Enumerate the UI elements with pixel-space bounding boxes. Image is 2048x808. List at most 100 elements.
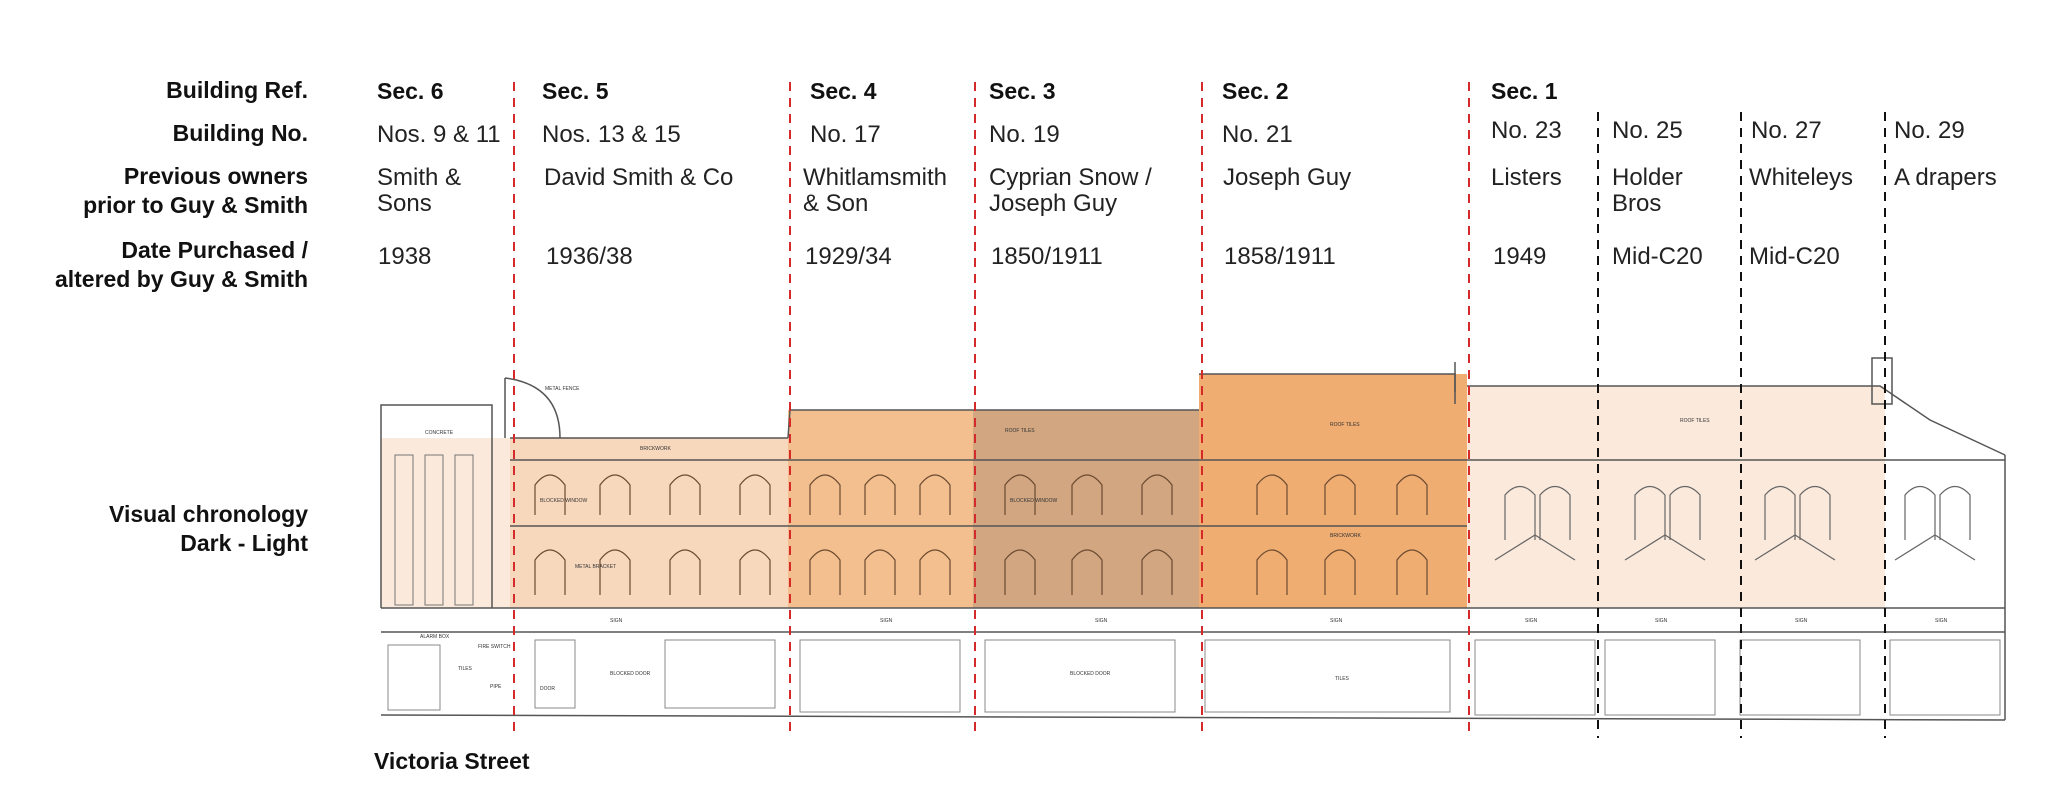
building-number: No. 17 (810, 121, 881, 148)
arched-window (1396, 549, 1428, 595)
previous-owner-line1: Listers (1491, 164, 1562, 191)
annotation-blocked-window: BLOCKED WINDOW (1010, 498, 1058, 504)
arched-window (534, 549, 566, 595)
annotation-concrete: CONCRETE (425, 430, 454, 436)
previous-owner-line2: Joseph Guy (989, 190, 1118, 217)
shopfront (664, 639, 776, 709)
arched-window (599, 474, 631, 515)
date-purchased: 1929/34 (805, 243, 892, 270)
sec1-roof (1467, 385, 2006, 456)
previous-owner-line1: Holder (1612, 164, 1683, 191)
arched-window (534, 474, 566, 515)
sec4-tone (788, 410, 973, 608)
row-label-visual-line1: Visual chronology (109, 501, 308, 527)
row-label-building-ref: Building Ref. (166, 77, 308, 103)
building-number: No. 27 (1751, 117, 1822, 144)
annotation-brickwork: BRICKWORK (1330, 533, 1362, 539)
section-ref: Sec. 5 (542, 78, 609, 104)
shopfront (387, 644, 441, 711)
arched-window-rows (534, 474, 1428, 595)
shopfront (799, 639, 961, 713)
sec1-bay-windows (1494, 485, 1976, 561)
building-number: No. 25 (1612, 117, 1683, 144)
row-label-date-line1: Date Purchased / (121, 237, 308, 263)
arched-window (1071, 549, 1103, 595)
row-label-date-line2: altered by Guy & Smith (54, 266, 308, 292)
arched-window (1324, 549, 1356, 595)
previous-owner-line1: Whiteleys (1749, 164, 1854, 191)
annotation-sign: SIGN (610, 618, 623, 624)
row-label-building-no: Building No. (172, 120, 308, 146)
bay-window (1904, 485, 1971, 540)
shopfront (1739, 639, 1861, 716)
row-label-visual-line2: Dark - Light (180, 530, 308, 556)
building-number: No. 19 (989, 121, 1060, 148)
annotation-roof-tiles: ROOF TILES (1005, 428, 1035, 434)
sec3-tone (973, 410, 1199, 608)
annotation-blocked-window: BLOCKED WINDOW (540, 498, 588, 504)
date-purchased: 1858/1911 (1224, 243, 1336, 270)
annotation-roof-tiles: ROOF TILES (1680, 418, 1710, 424)
bay-window (1504, 485, 1571, 540)
shopfront (1604, 639, 1716, 716)
annotation-blocked-door: BLOCKED DOOR (610, 671, 651, 677)
arched-window (669, 474, 701, 515)
row-label-owners-line1: Previous owners (123, 163, 308, 189)
arched-window (739, 474, 771, 515)
shopfront (1889, 639, 2001, 716)
arched-window (1004, 549, 1036, 595)
section-dividers (513, 82, 1886, 738)
annotation-tiles: TILES (458, 666, 473, 672)
arched-window (919, 474, 951, 515)
annotation-sign: SIGN (1655, 618, 1668, 624)
date-purchased: 1850/1911 (991, 243, 1103, 270)
arched-window (1324, 474, 1356, 515)
ground-line (380, 714, 2006, 721)
annotation-door: DOOR (540, 686, 555, 692)
previous-owner-line1: Cyprian Snow / (989, 164, 1152, 191)
previous-owner-line1: Whitlamsmith (803, 164, 948, 191)
arched-window (1396, 474, 1428, 515)
previous-owner-line1: A drapers (1894, 164, 1997, 191)
arched-window (599, 549, 631, 595)
date-purchased: 1938 (378, 243, 432, 270)
annotation-roof-tiles: ROOF TILES (1330, 422, 1360, 428)
arched-window (919, 549, 951, 595)
annotation-metal-fence: METAL FENCE (545, 386, 580, 392)
sec1-tone (1467, 386, 1885, 608)
annotation-tiles: TILES (1335, 676, 1350, 682)
chimney-right (1871, 357, 1893, 405)
annotation-sign: SIGN (1795, 618, 1808, 624)
date-purchased: 1949 (1493, 243, 1547, 270)
sec5-tone (510, 438, 788, 608)
previous-owner-line1: Smith & (377, 164, 462, 191)
sec6-pilasters (394, 454, 474, 606)
annotation-sign: SIGN (1525, 618, 1538, 624)
building-number: No. 23 (1491, 117, 1562, 144)
row-label-owners-line2: prior to Guy & Smith (83, 192, 308, 218)
metal-fence-arc (504, 377, 561, 439)
building-number: No. 21 (1222, 121, 1293, 148)
sec2-tone (1199, 374, 1467, 608)
annotation-pipe: PIPE (490, 684, 502, 690)
annotation-sign: SIGN (1330, 618, 1343, 624)
arched-window (1141, 474, 1173, 515)
sec6-tone (381, 438, 510, 608)
arched-window (809, 474, 841, 515)
section-ref: Sec. 1 (1491, 78, 1558, 104)
annotation-sign: SIGN (1095, 618, 1108, 624)
building-number: Nos. 13 & 15 (542, 121, 681, 148)
arched-window (1256, 474, 1288, 515)
previous-owner-line2: Sons (377, 190, 432, 217)
shopfront (984, 639, 1176, 713)
previous-owner-line2: & Son (803, 190, 869, 217)
date-purchased: Mid-C20 (1749, 243, 1840, 270)
arched-window (1141, 549, 1173, 595)
annotation-sign: SIGN (1935, 618, 1948, 624)
section-ref: Sec. 3 (989, 78, 1056, 104)
arched-window (1071, 474, 1103, 515)
annotation-metal-bracket: METAL BRACKET (575, 564, 616, 570)
shopfront (1204, 639, 1451, 713)
previous-owner-line1: David Smith & Co (544, 164, 734, 191)
arched-window (1004, 474, 1036, 515)
